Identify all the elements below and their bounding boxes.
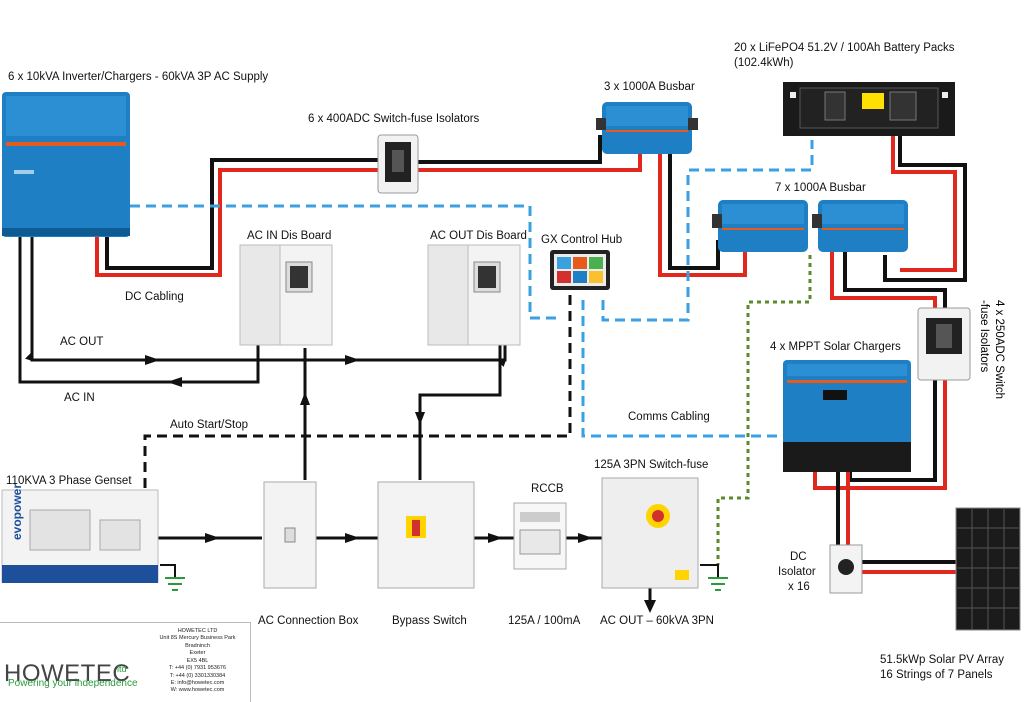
label-isolators250-2: -fuse Isolators <box>978 300 991 373</box>
isolator-250a <box>917 307 971 381</box>
company-logo: HOWETEC <box>4 660 131 687</box>
busbar-1000a-7-right <box>812 200 908 252</box>
label-mppt: 4 x MPPT Solar Chargers <box>770 341 901 353</box>
address-line: EX5 4BL <box>186 657 209 664</box>
isolator-400a <box>377 134 419 194</box>
dc-cable-busbar-isolator250 <box>830 250 947 315</box>
label-bypass: Bypass Switch <box>392 615 467 627</box>
address-line: T: +44 (0) 3301330384 <box>169 672 226 679</box>
dc-cable-dcisolator-pv <box>862 560 958 574</box>
label-ac-out-board: AC OUT Dis Board <box>430 230 527 242</box>
busbar-1000a-7-left <box>712 200 808 252</box>
address-line: E: info@howetec.com <box>170 679 225 686</box>
comms-cable <box>130 140 814 438</box>
label-isolators400: 6 x 400ADC Switch-fuse Isolators <box>308 113 480 125</box>
label-ac-out-final: AC OUT – 60kVA 3PN <box>600 615 714 627</box>
address-line: W: www.howetec.com <box>170 687 225 694</box>
label-ac-out: AC OUT <box>60 336 104 348</box>
label-isolators250-1: 4 x 250ADC Switch <box>993 300 1005 400</box>
dc-cable-inverter-isolator <box>95 158 378 277</box>
solar-link-cable <box>716 255 812 565</box>
label-battery-1: 20 x LiFePO4 51.2V / 100Ah Battery Packs <box>734 42 955 54</box>
ac-connection-box <box>263 481 317 589</box>
auto-start-cable <box>143 295 572 490</box>
battery-pack <box>783 82 955 136</box>
gx-control-hub <box>550 250 610 290</box>
dc-cable-busbars <box>658 150 747 277</box>
mppt-solar-charger <box>783 360 911 472</box>
company-address: HOWETEC LTD Unit 8S Mercury Business Par… <box>150 628 245 695</box>
label-ac-connection: AC Connection Box <box>258 615 359 627</box>
address-line: Unit 8S Mercury Business Park <box>159 635 236 642</box>
label-battery-2: (102.4kWh) <box>734 57 794 69</box>
rccb-device <box>513 502 567 570</box>
label-pv-1: 51.5kWp Solar PV Array <box>880 654 1004 666</box>
label-isolators250: 4 x 250ADC Switch -fuse Isolators <box>976 300 1006 399</box>
ac-lines <box>18 230 652 610</box>
dc-cable-battery-busbar <box>883 135 967 282</box>
address-line: Bradninch <box>185 642 210 649</box>
inverter-charger <box>2 92 130 237</box>
label-gx-hub: GX Control Hub <box>541 234 623 246</box>
dc-cable-mppt-dcisolator <box>836 472 850 545</box>
company-tagline: Powering your independence <box>8 678 138 689</box>
genset-brand: evopower <box>10 483 24 540</box>
label-dc-isolator-2: Isolator <box>778 566 816 578</box>
company-footer <box>0 622 251 702</box>
label-busbar7: 7 x 1000A Busbar <box>775 182 866 194</box>
label-inverters: 6 x 10kVA Inverter/Chargers - 60kVA 3P A… <box>8 71 269 83</box>
dc-isolator <box>829 544 863 594</box>
switch-fuse-125a <box>601 477 699 589</box>
label-auto-start: Auto Start/Stop <box>170 419 248 431</box>
company-logo-ltd: ltd <box>117 664 127 674</box>
label-dc-cabling: DC Cabling <box>125 291 184 303</box>
earth-symbol-genset <box>160 564 185 591</box>
label-ac-in-board: AC IN Dis Board <box>247 230 332 242</box>
label-dc-isolator-1: DC <box>790 551 807 563</box>
address-line: HOWETEC LTD <box>177 628 218 634</box>
label-busbar3: 3 x 1000A Busbar <box>604 81 695 93</box>
earth-symbol-switchfuse <box>700 564 728 591</box>
address-line: T: +44 (0) 7931 953676 <box>168 665 227 672</box>
ac-out-distribution-board <box>427 244 521 346</box>
busbar-1000a-3 <box>596 102 698 154</box>
label-dc-isolator-3: x 16 <box>788 581 810 593</box>
label-rccb-rating: 125A / 100mA <box>508 615 581 627</box>
address-line: Exeter <box>189 650 206 657</box>
genset <box>1 489 159 583</box>
label-comms: Comms Cabling <box>628 411 710 423</box>
pv-panel <box>955 507 1021 631</box>
label-pv-2: 16 Strings of 7 Panels <box>880 669 993 681</box>
ac-in-distribution-board <box>239 244 333 346</box>
label-switch-fuse-125: 125A 3PN Switch-fuse <box>594 459 709 471</box>
label-genset: 110KVA 3 Phase Genset <box>6 475 132 487</box>
label-rccb: RCCB <box>531 483 564 495</box>
ac-arrows <box>145 355 656 613</box>
label-ac-in: AC IN <box>64 392 95 404</box>
dc-cable-isolator-busbar <box>418 135 642 172</box>
bypass-switch-box <box>377 481 475 589</box>
